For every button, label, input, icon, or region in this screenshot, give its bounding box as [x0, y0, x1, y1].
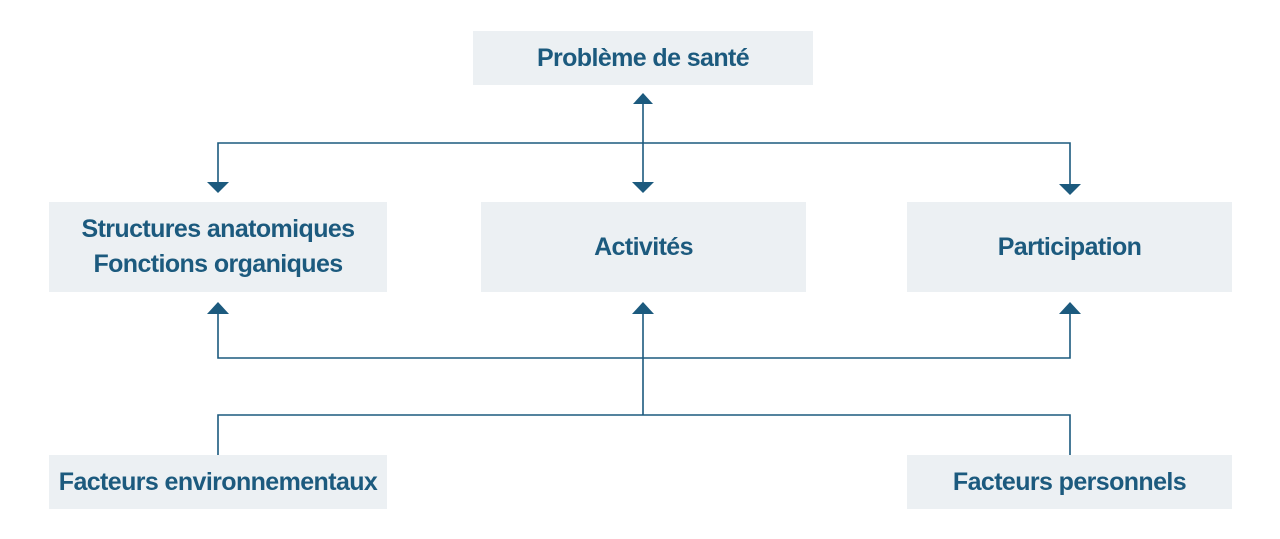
node-activities: Activités [481, 202, 806, 292]
node-health-condition-label: Problème de santé [536, 43, 750, 72]
node-personal-label: Facteurs personnels [952, 467, 1187, 496]
node-body-label-line2: Fonctions organiques [93, 250, 343, 278]
arrow-down-activities [632, 182, 654, 193]
connector-bottom-horizontal [217, 414, 1071, 455]
node-body-structures-functions: Structures anatomiques Fonctions organiq… [49, 202, 387, 292]
connector-middle-horizontal [217, 313, 1071, 359]
arrow-up-participation [1059, 302, 1081, 314]
connector-top-horizontal [217, 142, 1071, 185]
node-body-label-line1: Structures anatomiques [81, 215, 356, 243]
arrow-up-health [633, 93, 653, 104]
arrow-down-participation [1059, 184, 1081, 195]
node-personal-factors: Facteurs personnels [907, 455, 1232, 509]
node-health-condition: Problème de santé [473, 31, 813, 85]
node-participation: Participation [907, 202, 1232, 292]
node-environmental-factors: Facteurs environnementaux [49, 455, 387, 509]
arrow-up-activities [632, 302, 654, 314]
node-environmental-label: Facteurs environnementaux [58, 467, 378, 496]
arrow-up-body [207, 302, 229, 314]
node-activities-label: Activités [594, 232, 693, 261]
node-participation-label: Participation [997, 232, 1142, 261]
arrow-down-body [207, 182, 229, 193]
